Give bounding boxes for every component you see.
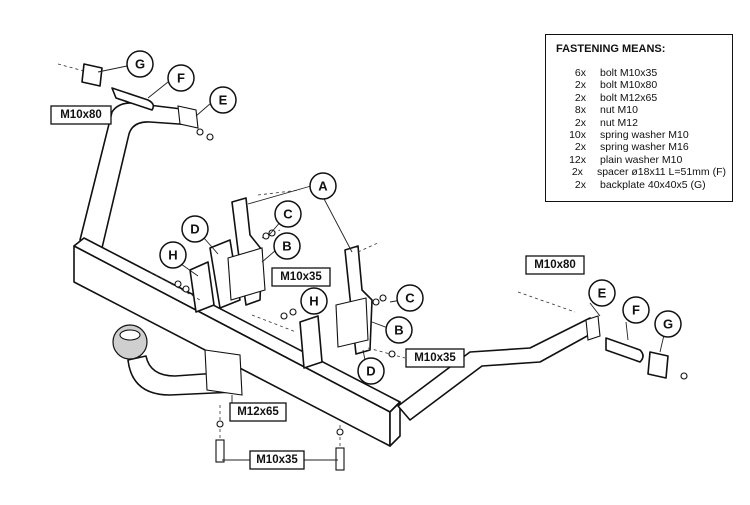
callout-f-left: F [167, 64, 195, 92]
svg-text:F: F [177, 71, 185, 86]
legend-qty: 2x [574, 116, 586, 129]
callout-a: A [309, 172, 337, 200]
spacer-f-left [111, 87, 155, 111]
legend-qty: 6x [574, 67, 586, 79]
left-fixings [57, 63, 214, 141]
legend-title: FASTENING MEANS: [556, 43, 666, 55]
callout-e-left: E [209, 86, 237, 114]
svg-text:M12x65: M12x65 [237, 406, 279, 418]
legend-desc: nut M12 [600, 116, 638, 129]
bracket-b-top [227, 247, 266, 301]
svg-text:M10x80: M10x80 [60, 109, 102, 121]
legend-qty: 2x [574, 79, 586, 92]
svg-text:G: G [663, 317, 673, 332]
svg-text:M10x35: M10x35 [256, 454, 298, 466]
bolts-mid-group [357, 241, 406, 359]
legend-row: 2x backplate 40x40x5 (G) [552, 179, 726, 191]
legend-row: 8x nut M10 [552, 104, 726, 116]
legend-desc: bolt M12x65 [600, 91, 658, 104]
legend-qty: 2x [574, 178, 586, 191]
washer-e-left [196, 128, 204, 136]
backplate-g-right [647, 351, 669, 379]
legend-desc: spring washer M16 [600, 141, 689, 154]
left-arm-end-plate [177, 105, 199, 129]
legend-qty: 2x [571, 166, 583, 179]
backplate-g-left [81, 63, 103, 87]
svg-text:B: B [282, 239, 291, 254]
spacer-f-right [605, 337, 644, 363]
callout-g-right: G [654, 310, 682, 338]
callout-f-right: F [622, 296, 650, 324]
towball-highlight [119, 329, 141, 341]
svg-text:M10x80: M10x80 [534, 259, 576, 271]
callout-h-mid: H [300, 287, 328, 315]
size-m10x35-mid: M10x35 [405, 348, 465, 368]
svg-text:M10x35: M10x35 [280, 271, 322, 283]
svg-text:M10x35: M10x35 [414, 352, 456, 364]
size-m12x65: M12x65 [229, 402, 287, 422]
legend-row: 2x bolt M10x80 [552, 79, 726, 91]
callout-c-mid: C [396, 284, 424, 312]
callout-b-top: B [273, 232, 301, 260]
right-arm-end-plate [585, 315, 601, 341]
svg-text:A: A [318, 179, 328, 194]
svg-text:H: H [168, 248, 177, 263]
legend-row: 2x nut M12 [552, 117, 726, 129]
svg-text:D: D [366, 364, 375, 379]
towball-mounting-plate [204, 349, 243, 396]
legend-qty: 2x [574, 91, 586, 104]
svg-text:G: G [135, 57, 145, 72]
legend-row: 2x spacer ø18x11 L=51mm (F) [552, 166, 726, 178]
callout-c-top: C [274, 200, 302, 228]
size-m10x35-top: M10x35 [271, 267, 331, 287]
svg-text:H: H [309, 294, 318, 309]
right-side-arm [397, 317, 599, 421]
fastening-means-legend: FASTENING MEANS: 6x bolt M10x35 2x bolt M10… [545, 34, 733, 202]
legend-qty: 8x [574, 104, 586, 117]
svg-text:D: D [190, 222, 199, 237]
legend-desc: backplate 40x40x5 (G) [600, 178, 706, 191]
bracket-h-mid [299, 315, 323, 369]
legend-row: 2x bolt M12x65 [552, 92, 726, 104]
legend-row: 2x spring washer M16 [552, 141, 726, 153]
legend-desc: nut M10 [600, 104, 638, 117]
svg-text:F: F [632, 303, 640, 318]
legend-qty: 2x [574, 141, 586, 154]
size-m10x35-bottom: M10x35 [249, 450, 305, 470]
svg-text:E: E [219, 93, 228, 108]
callout-g-left: G [126, 50, 154, 78]
legend-desc: bolt M10x80 [600, 79, 658, 92]
left-side-arm [79, 102, 194, 249]
callout-h-left: H [159, 241, 187, 269]
bracket-b-mid [335, 297, 369, 348]
right-fixings [517, 291, 688, 380]
svg-text:E: E [598, 286, 607, 301]
callout-d-top: D [181, 215, 209, 243]
size-m10x80-right: M10x80 [525, 255, 585, 275]
bolts-top-group [149, 189, 301, 333]
legend-desc: plain washer M10 [600, 153, 683, 166]
bottom-bolts [215, 405, 345, 471]
main-cross-beam-end [389, 401, 401, 447]
callout-e-right: E [588, 279, 616, 307]
size-m10x80-left: M10x80 [50, 105, 112, 125]
legend-qty: 12x [569, 153, 586, 166]
legend-desc: bolt M10x35 [600, 67, 658, 79]
legend-row: 6x bolt M10x35 [552, 67, 726, 79]
legend-qty: 10x [569, 129, 586, 142]
svg-text:C: C [283, 207, 293, 222]
svg-text:C: C [405, 291, 415, 306]
legend-row: 12x plain washer M10 [552, 154, 726, 166]
callout-b-mid: B [385, 316, 413, 344]
legend-desc: spring washer M10 [600, 129, 689, 142]
legend-desc: spacer ø18x11 L=51mm (F) [596, 166, 726, 179]
legend-row: 10x spring washer M10 [552, 129, 726, 141]
callout-d-mid: D [357, 357, 385, 385]
svg-text:B: B [394, 323, 403, 338]
